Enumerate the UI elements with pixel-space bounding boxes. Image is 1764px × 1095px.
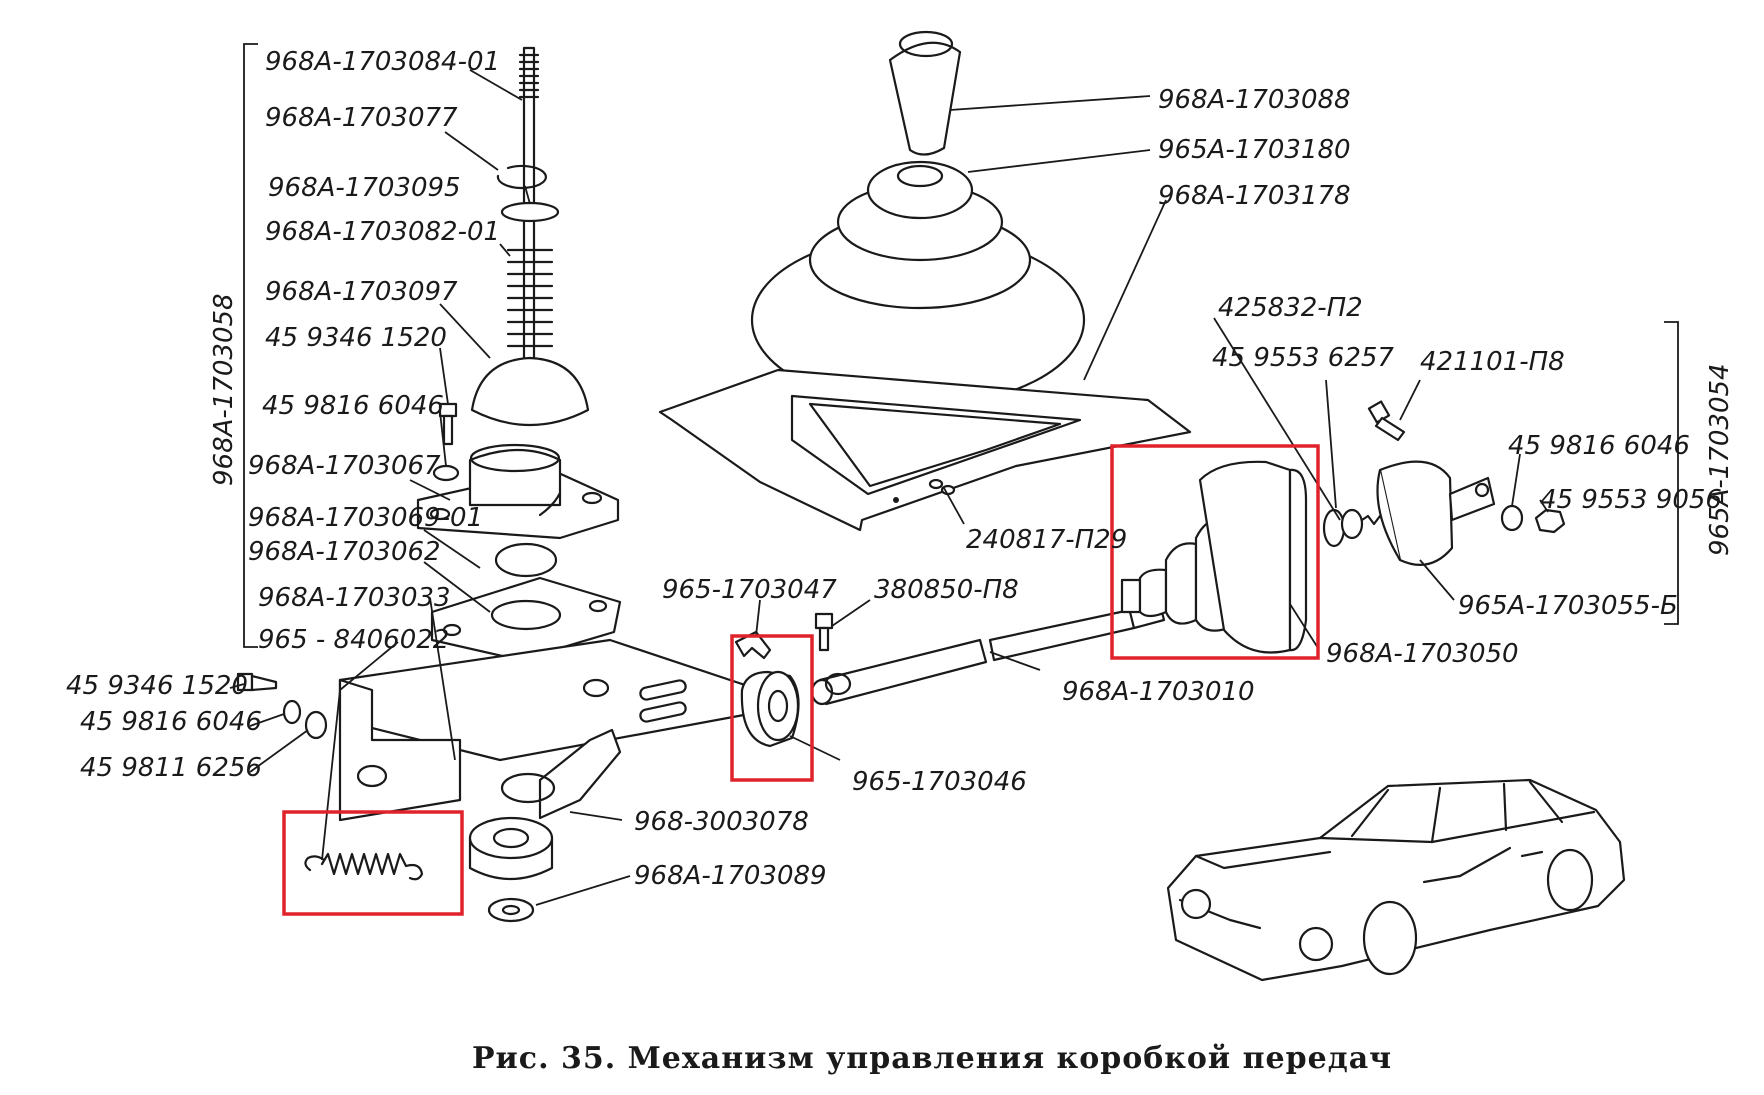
label-968a-1703095: 968A-1703095 [268, 173, 461, 203]
label-45-9811-6256: 45 9811 6256 [80, 753, 262, 783]
upper-housing-part [416, 443, 620, 540]
label-965-1703047: 965-1703047 [662, 575, 837, 605]
right-group-bracket [1664, 321, 1679, 625]
label-45-9553-9056: 45 9553 9056 [1540, 485, 1722, 515]
gaiter-part [1120, 460, 1308, 654]
label-45-9346-1520-side: 45 9346 1520 [66, 671, 248, 701]
label-45-9553-6257: 45 9553 6257 [1212, 343, 1394, 373]
group-label-right: 965A-1703054 [1705, 363, 1735, 556]
label-45-9816-6046-side: 45 9816 6046 [80, 707, 262, 737]
label-968a-1703069-01: 968A-1703069-01 [248, 503, 483, 533]
bolt-right-part [1367, 400, 1406, 442]
label-968a-1703082-01: 968A-1703082-01 [265, 217, 500, 247]
highlight-return-spring [282, 810, 464, 916]
bushing-part [468, 816, 554, 881]
label-380850-p8: 380850-П8 [874, 575, 1019, 605]
lock-washer-right-part [1500, 504, 1524, 532]
side-flat-washer-part [304, 710, 328, 740]
small-bolt-center-part [814, 612, 834, 652]
cover-plate-part [658, 368, 1192, 532]
bolt-small-part [438, 402, 458, 446]
car-illustration [1166, 778, 1626, 982]
label-45-9816-6046-top: 45 9816 6046 [262, 391, 444, 421]
label-425832-p2: 425832-П2 [1218, 293, 1363, 323]
label-968a-1703033: 968A-1703033 [258, 583, 451, 613]
label-968a-1703050: 968A-1703050 [1326, 639, 1519, 669]
washer-part [500, 201, 560, 223]
dome-part [470, 356, 590, 427]
side-bolt-part [236, 672, 278, 692]
shift-lever-part [500, 728, 622, 820]
label-968a-1703097: 968A-1703097 [265, 277, 458, 307]
side-lock-washer-part [282, 699, 302, 725]
base-bracket-part [338, 638, 762, 822]
label-965-1703046: 965-1703046 [852, 767, 1027, 797]
label-968a-1703062: 968A-1703062 [248, 537, 441, 567]
label-968-3003078: 968-3003078 [634, 807, 809, 837]
label-421101-p8: 421101-П8 [1420, 347, 1565, 377]
return-spring-part [304, 852, 424, 881]
retaining-ring-part [496, 164, 547, 190]
left-group-bracket [243, 43, 258, 648]
rubber-mount-part [1376, 460, 1496, 566]
ball-joint-part [494, 542, 558, 578]
label-968a-1703077: 968A-1703077 [265, 103, 458, 133]
lower-flange-part [430, 576, 622, 662]
label-968a-1703089: 968A-1703089 [634, 861, 827, 891]
right-thread-part [1322, 508, 1406, 548]
label-45-9816-6046-right: 45 9816 6046 [1508, 431, 1690, 461]
label-968a-1703178: 968A-1703178 [1158, 181, 1351, 211]
bottom-washer-part [487, 897, 535, 923]
rubber-boot-part [750, 160, 1086, 408]
label-45-9346-1520-top: 45 9346 1520 [265, 323, 447, 353]
label-965a-1703180: 965A-1703180 [1158, 135, 1351, 165]
rubber-bushing-part [740, 670, 800, 748]
label-968a-1703088: 968A-1703088 [1158, 85, 1351, 115]
highlight-rubber-bushing [730, 634, 814, 782]
shift-knob-part [888, 30, 962, 156]
label-968a-1703084-01: 968A-1703084-01 [265, 47, 500, 77]
figure-caption: Рис. 35. Механизм управления коробкой пе… [472, 1041, 1392, 1076]
label-965a-1703055-b: 965A-1703055-Б [1458, 591, 1678, 621]
highlight-gaiter [1110, 444, 1320, 660]
group-label-left: 968A-1703058 [209, 293, 239, 486]
label-965-8406022: 965 - 8406022 [258, 625, 449, 655]
label-968a-1703067: 968A-1703067 [248, 451, 441, 481]
label-240817-p29: 240817-П29 [966, 525, 1127, 555]
label-968a-1703010: 968A-1703010 [1062, 677, 1255, 707]
rod-spring-part [506, 248, 554, 348]
